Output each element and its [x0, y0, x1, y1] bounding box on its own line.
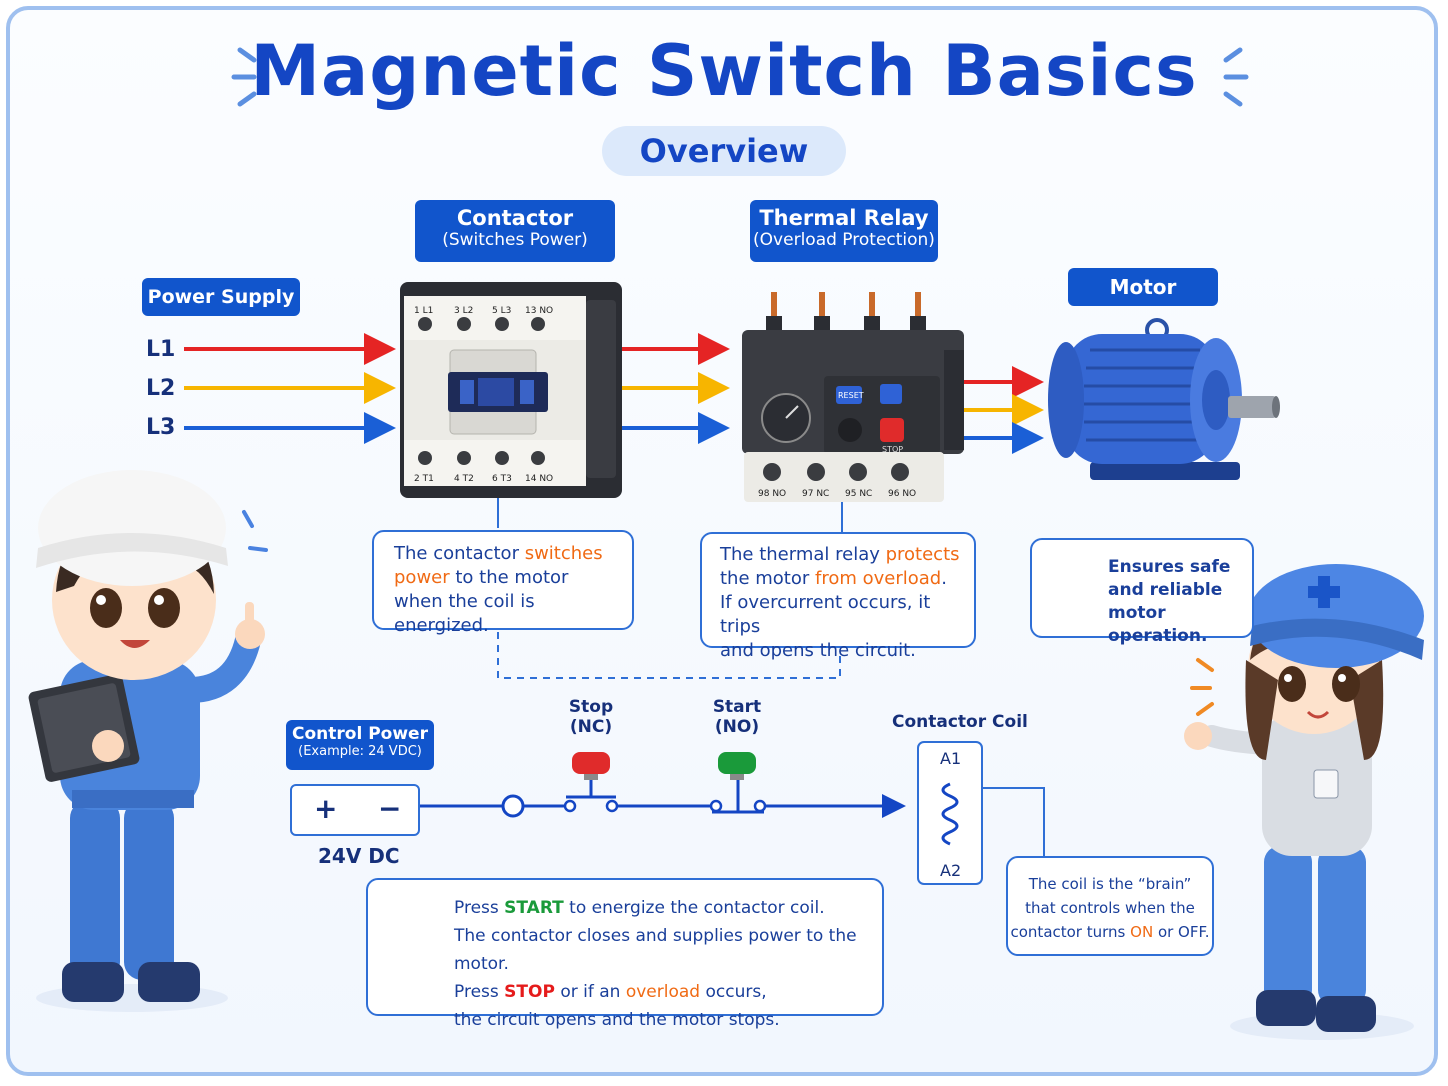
- relay-to-motor-lines: [964, 366, 1044, 454]
- thermal-relay-label-sub: (Overload Protection): [753, 230, 935, 250]
- power-supply-label: Power Supply: [142, 278, 300, 316]
- contactor-callout-text-1: The contactor: [394, 543, 525, 564]
- contactor-callout-text-2: to the motor: [449, 567, 569, 588]
- contactor-terminal-top-3: 5 L3: [492, 306, 511, 316]
- relay-callout-text-5: and opens the circuit.: [720, 640, 916, 661]
- coil-a1-label: A1: [940, 749, 961, 768]
- dc-minus-symbol: −: [378, 792, 402, 825]
- worker-girl-icon: [1184, 564, 1424, 1040]
- coil-callout-text-1: The coil is the “brain”: [1028, 875, 1192, 893]
- info-line-1c: to energize the contactor coil.: [563, 898, 825, 918]
- subtitle-pill: Overview: [602, 126, 846, 176]
- contactor-coil-icon: [917, 741, 1045, 885]
- contactor-icon: [400, 282, 622, 498]
- stop-label: Stop (NC): [556, 697, 626, 737]
- contactor-callout-highlight-2: power: [394, 567, 450, 588]
- page-title: Magnetic Switch Basics: [250, 30, 1198, 112]
- motor-callout: Ensures safe and reliable motor operatio…: [1030, 538, 1254, 646]
- info-start-word: START: [504, 898, 564, 918]
- relay-terminal-3: 95 NC: [845, 489, 872, 499]
- dc-supply-box: + −: [290, 784, 420, 836]
- reset-button-label: RESET: [838, 391, 864, 400]
- relay-terminal-4: 96 NO: [888, 489, 916, 499]
- coil-callout-on: ON: [1130, 923, 1154, 941]
- stop-button-icon: [572, 752, 610, 780]
- contactor-terminal-bottom-2: 4 T2: [454, 474, 474, 484]
- info-stop-word: STOP: [504, 982, 555, 1002]
- title-spark-left-icon: [231, 47, 257, 107]
- contactor-terminal-bottom-3: 6 T3: [492, 474, 512, 484]
- contactor-terminal-top-4: 13 NO: [525, 306, 553, 316]
- coil-title: Contactor Coil: [892, 712, 1028, 732]
- thermal-relay-label-title: Thermal Relay: [759, 206, 929, 230]
- info-line-1a: Press: [454, 898, 505, 918]
- operation-info-box: Press START to energize the contactor co…: [366, 878, 884, 1030]
- coil-callout-text-2: that controls when the: [1025, 899, 1195, 917]
- motor-label: Motor: [1068, 268, 1218, 306]
- relay-callout-text-4: If overcurrent occurs, it trips: [720, 592, 931, 637]
- line-label-l2: L2: [146, 376, 176, 401]
- coil-callout-text-3: contactor turns: [1010, 923, 1131, 941]
- info-line-2: The contactor closes and supplies power …: [454, 926, 857, 974]
- coil-a2-label: A2: [940, 861, 961, 880]
- relay-callout-highlight-1: protects: [885, 544, 960, 565]
- contactor-terminal-top-2: 3 L2: [454, 306, 473, 316]
- thermal-relay-label: Thermal Relay (Overload Protection): [750, 200, 938, 262]
- control-power-sub: (Example: 24 VDC): [298, 744, 422, 759]
- title-spark-right-icon: [1223, 47, 1249, 107]
- control-power-title: Control Power: [292, 724, 428, 744]
- contactor-label-sub: (Switches Power): [442, 230, 588, 250]
- line-label-l1: L1: [146, 337, 176, 362]
- contactor-terminal-bottom-4: 14 NO: [525, 474, 553, 484]
- coil-callout-text-4: or OFF.: [1153, 923, 1210, 941]
- start-button-icon: [718, 752, 756, 780]
- relay-terminal-2: 97 NC: [802, 489, 829, 499]
- contactor-terminal-top-1: 1 L1: [414, 306, 433, 316]
- relay-callout-text-2: the motor: [720, 568, 816, 589]
- contactor-callout-highlight-1: switches: [524, 543, 603, 564]
- info-line-3e: occurs,: [700, 982, 767, 1002]
- dc-voltage-label: 24V DC: [318, 844, 400, 868]
- info-line-4: the circuit opens and the motor stops.: [454, 1010, 780, 1030]
- contactor-label: Contactor (Switches Power): [415, 200, 615, 262]
- stop-button-label: STOP: [882, 445, 903, 454]
- control-circuit: [420, 778, 906, 818]
- contactor-callout: The contactor switches power to the moto…: [372, 530, 634, 636]
- contactor-callout-text-3: when the coil is energized.: [394, 591, 535, 636]
- dc-plus-symbol: +: [314, 792, 338, 825]
- contactor-to-relay-lines: [622, 333, 730, 444]
- info-line-3c: or if an: [554, 982, 626, 1002]
- relay-callout-text-1: The thermal relay: [720, 544, 886, 565]
- input-power-lines: [184, 333, 396, 444]
- contactor-terminal-bottom-1: 2 T1: [414, 474, 434, 484]
- stop-label-sub: (NC): [569, 717, 613, 737]
- thermal-relay-callout: The thermal relay protects the motor fro…: [700, 532, 976, 661]
- stop-label-title: Stop: [568, 697, 614, 717]
- info-line-1: Press START to energize the contactor co…: [454, 894, 882, 922]
- start-label: Start (NO): [702, 697, 772, 737]
- start-label-title: Start: [712, 697, 762, 717]
- relay-terminal-1: 98 NO: [758, 489, 786, 499]
- relay-callout-text-3: .: [941, 568, 947, 589]
- control-power-label: Control Power (Example: 24 VDC): [286, 720, 434, 770]
- thermal-relay-icon: [742, 292, 964, 502]
- motor-icon: [1048, 318, 1280, 480]
- worker-boy-icon: [28, 470, 268, 1012]
- info-overload-word: overload: [625, 982, 701, 1002]
- start-label-sub: (NO): [714, 717, 760, 737]
- contactor-label-title: Contactor: [456, 206, 574, 230]
- relay-callout-highlight-2: from overload: [815, 568, 942, 589]
- info-line-3a: Press: [454, 982, 505, 1002]
- info-line-3: Press STOP or if an overload occurs,: [454, 978, 882, 1006]
- coil-callout: The coil is the “brain” that controls wh…: [1006, 856, 1214, 956]
- line-label-l3: L3: [146, 415, 176, 440]
